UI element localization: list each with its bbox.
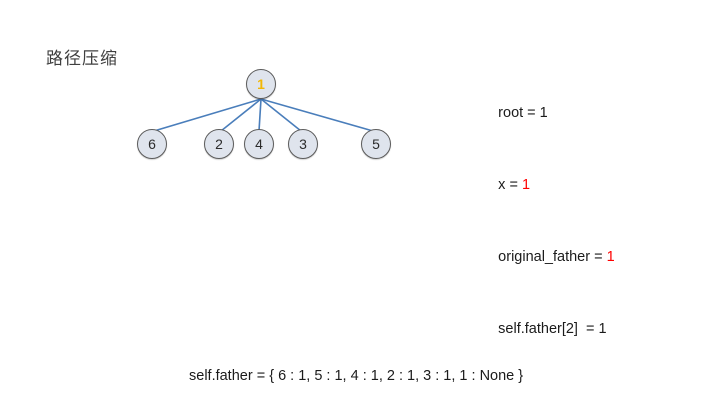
tree-node-3: 3 (288, 129, 318, 159)
page-title: 路径压缩 (46, 49, 118, 69)
code-annotation-block: root = 1 x = 1 original_father = 1 self.… (474, 89, 704, 353)
tree-node-label: 2 (215, 136, 223, 152)
code-line-self-father-assign: self.father[2] = 1 (474, 305, 704, 353)
edge-root-6 (153, 98, 262, 132)
edge-root-3 (260, 98, 302, 132)
code-line-prefix: root = 1 (498, 105, 548, 121)
code-line-value: 1 (521, 177, 531, 193)
code-line-x: x = 1 (474, 161, 704, 209)
tree-node-label: 6 (148, 136, 156, 152)
tree-node-2: 2 (204, 129, 234, 159)
code-line-root: root = 1 (474, 89, 704, 137)
code-line-original-father: original_father = 1 (474, 233, 704, 281)
self-father-dict-caption: self.father = { 6 : 1, 5 : 1, 4 : 1, 2 :… (189, 368, 524, 384)
tree-node-label: 5 (372, 136, 380, 152)
code-line-prefix: x = (498, 177, 522, 193)
tree-node-root: 1 (246, 69, 276, 99)
edge-group (153, 98, 374, 132)
edge-root-5 (260, 98, 374, 132)
tree-node-label: 4 (255, 136, 263, 152)
tree-node-label: 1 (257, 76, 265, 92)
code-line-value: 1 (606, 249, 615, 265)
tree-node-4: 4 (244, 129, 274, 159)
code-line-prefix: self.father[2] = 1 (498, 321, 607, 337)
edge-root-2 (220, 98, 262, 132)
tree-node-label: 3 (299, 136, 307, 152)
edge-root-4 (258, 98, 262, 132)
tree-node-6: 6 (137, 129, 167, 159)
code-line-prefix: original_father = (498, 249, 607, 265)
tree-node-5: 5 (361, 129, 391, 159)
